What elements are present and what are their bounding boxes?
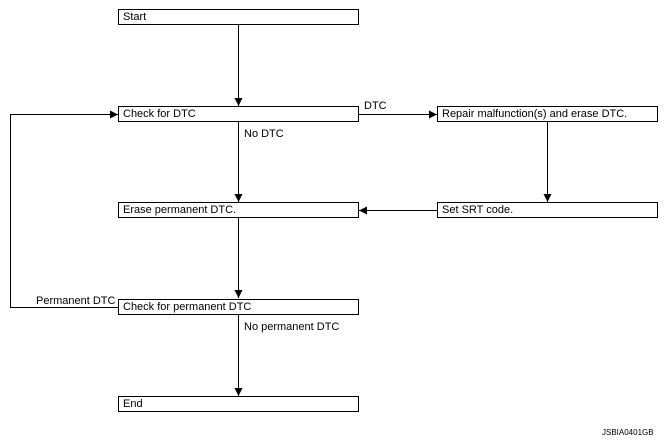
edge-label-no-dtc: No DTC: [244, 128, 284, 140]
node-check-permanent-dtc: Check for permanent DTC: [118, 299, 359, 315]
node-repair-malfunction: Repair malfunction(s) and erase DTC.: [437, 106, 658, 122]
edge-label-permanent-dtc: Permanent DTC: [36, 295, 116, 307]
node-set-srt-code: Set SRT code.: [437, 202, 658, 218]
edge-check-permanent-loop-to-check-dtc: [10, 110, 118, 308]
node-check-dtc: Check for DTC: [118, 106, 359, 122]
edge-label-dtc: DTC: [364, 100, 387, 112]
node-end: End: [118, 396, 359, 412]
node-start: Start: [118, 9, 359, 25]
node-erase-permanent-dtc: Erase permanent DTC.: [118, 202, 359, 218]
edge-label-no-permanent-dtc: No permanent DTC: [244, 321, 340, 333]
figure-code: JSBIA0401GB: [602, 428, 654, 437]
